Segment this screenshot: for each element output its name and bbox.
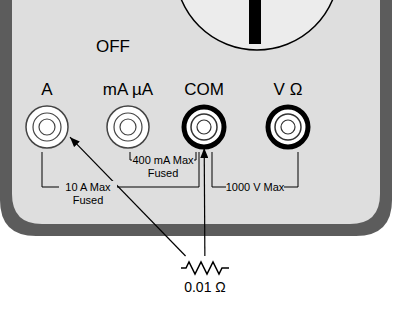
- dial-pointer: [249, 0, 261, 44]
- jack-v: [268, 107, 308, 147]
- node-text: A: [41, 79, 52, 100]
- jack-label: mA µA: [99, 79, 158, 148]
- housing: [0, 0, 392, 236]
- jack-ma: [107, 106, 149, 148]
- jack-label: V Ω: [265, 79, 311, 148]
- node-text: COM: [184, 79, 224, 100]
- pointer-arrow: [204, 148, 206, 256]
- switch-position: OFF: [96, 37, 130, 57]
- jack-com: [184, 107, 224, 147]
- jack-label: A: [24, 79, 70, 148]
- resistor-symbol: [181, 262, 229, 274]
- rating-label: 1000 V Max: [226, 181, 285, 194]
- jack-label: COM: [180, 79, 228, 148]
- node-text: mA µA: [103, 79, 153, 100]
- rotary-dial: [175, 0, 339, 50]
- node-text: 0.01 Ω: [184, 278, 226, 296]
- rating-label: 400 mA Max Fused: [132, 154, 194, 180]
- resistor-value: 0.01 Ω: [180, 256, 230, 296]
- rating-label: 10 A Max Fused: [59, 181, 117, 207]
- jack-a: [26, 106, 68, 148]
- front-panel: [12, 0, 380, 224]
- node-text: V Ω: [274, 79, 303, 100]
